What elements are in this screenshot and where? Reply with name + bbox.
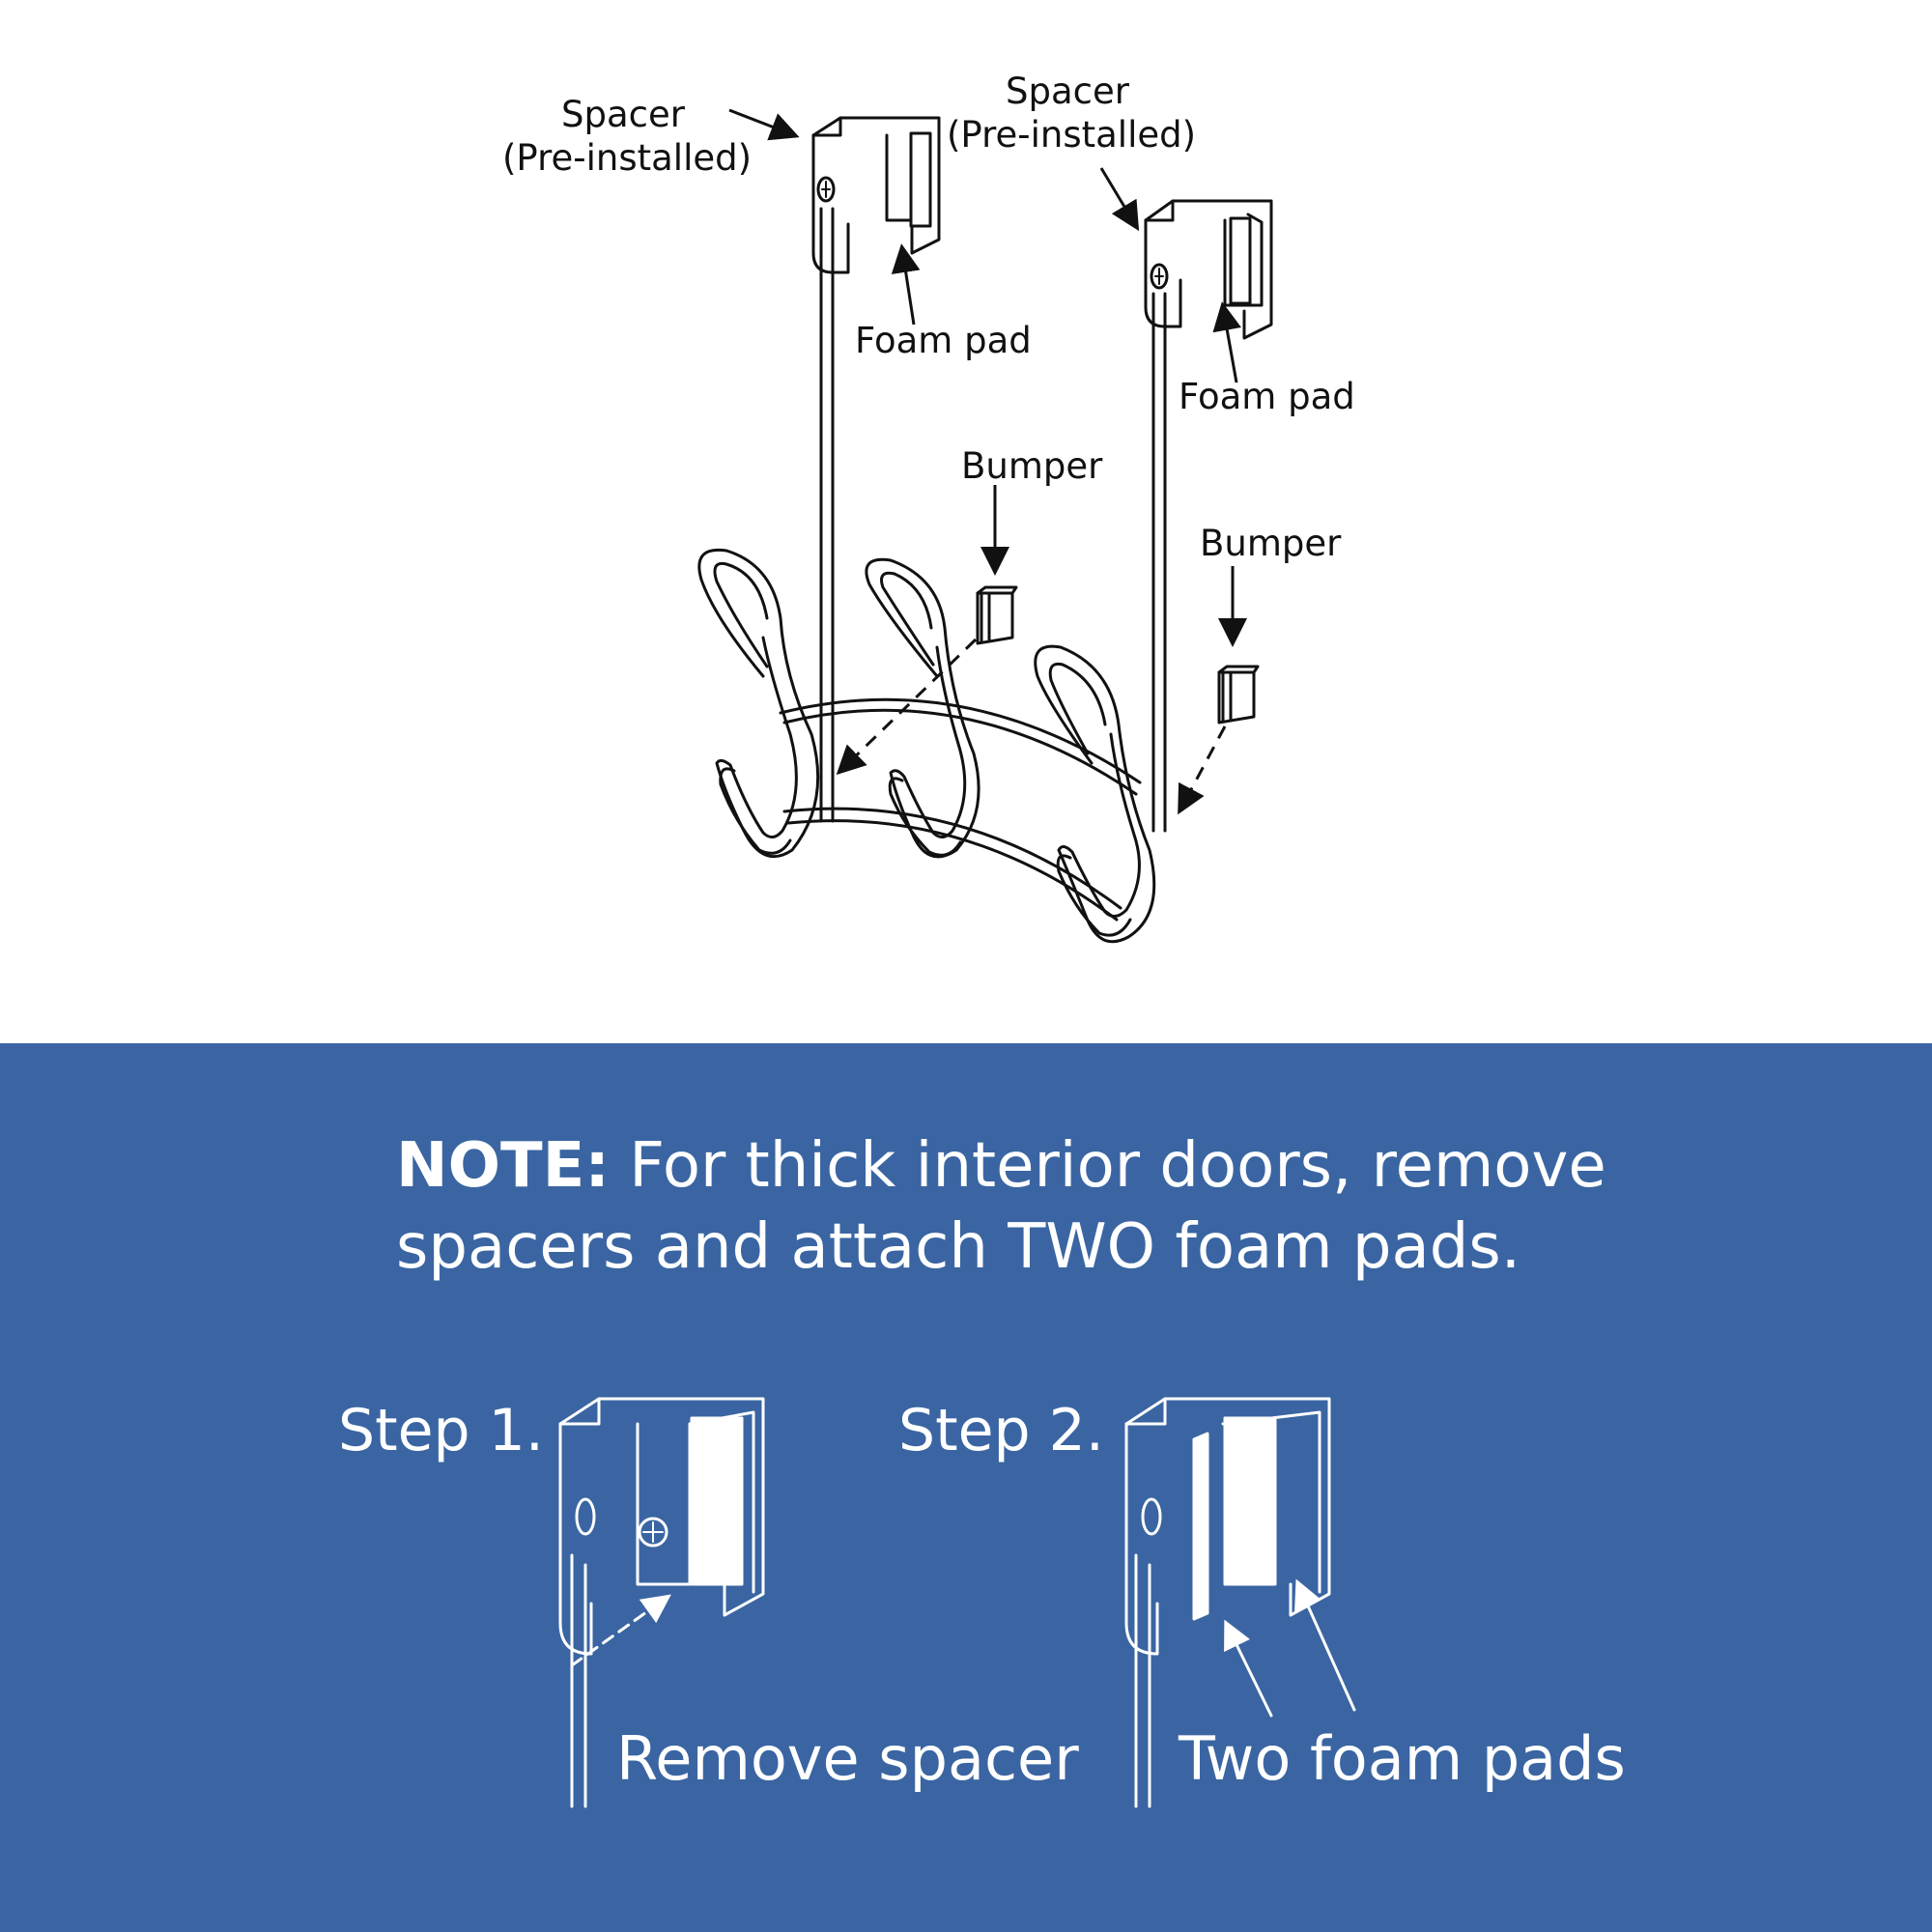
callout-spacer-left: Spacer (Pre-installed)	[502, 93, 753, 180]
callout-spacer-right-line1: Spacer	[1006, 71, 1129, 112]
bumper-right-part	[1217, 665, 1260, 724]
bumper-left-dashed-arrow	[836, 638, 978, 776]
callout-spacer-right: Spacer (Pre-installed)	[947, 70, 1197, 156]
hook-middle	[865, 557, 980, 859]
callout-bumper-right: Bumper	[1200, 523, 1342, 564]
lower-crossbar	[782, 807, 1122, 910]
callout-foam-pad-left: Foam pad	[855, 320, 1032, 361]
callout-foam-pad-right: Foam pad	[1179, 376, 1355, 417]
right-over-door-bracket	[1144, 199, 1273, 833]
bumper-left-part	[976, 585, 1018, 645]
step1-label: Step 1.	[338, 1397, 544, 1464]
note-prefix: NOTE:	[396, 1130, 610, 1202]
bumper-right-dashed-arrow	[1178, 725, 1227, 815]
hook-rack-diagram: Spacer (Pre-installed) Spacer (Pre-insta…	[502, 70, 1355, 944]
callout-spacer-left-line2: (Pre-installed)	[502, 137, 753, 179]
foam-pad-right-arrow	[1212, 301, 1242, 384]
step2-caption: Two foam pads	[1179, 1723, 1626, 1794]
left-over-door-bracket	[811, 116, 941, 823]
spacer-right-arrow	[1099, 167, 1140, 232]
step2-label: Step 2.	[898, 1397, 1104, 1464]
spacer-left-arrow	[728, 108, 800, 141]
note-body: For thick interior doors, remove spacers…	[396, 1130, 1606, 1283]
note-text: NOTE: For thick interior doors, remove s…	[396, 1125, 1652, 1288]
callout-spacer-left-line1: Spacer	[561, 94, 685, 135]
step2-bracket	[1124, 1397, 1356, 1808]
hook-left	[697, 548, 820, 859]
callout-spacer-right-line2: (Pre-installed)	[947, 114, 1197, 156]
hook-right	[1034, 644, 1156, 944]
callout-bumper-left: Bumper	[961, 445, 1103, 487]
hook-rack-illustration	[697, 108, 1273, 944]
step1-bracket	[558, 1397, 765, 1808]
foam-pad-left-arrow	[891, 243, 921, 326]
instruction-panel	[0, 1043, 1932, 1932]
upper-crossbar	[779, 697, 1142, 784]
step1-caption: Remove spacer	[616, 1723, 1079, 1794]
